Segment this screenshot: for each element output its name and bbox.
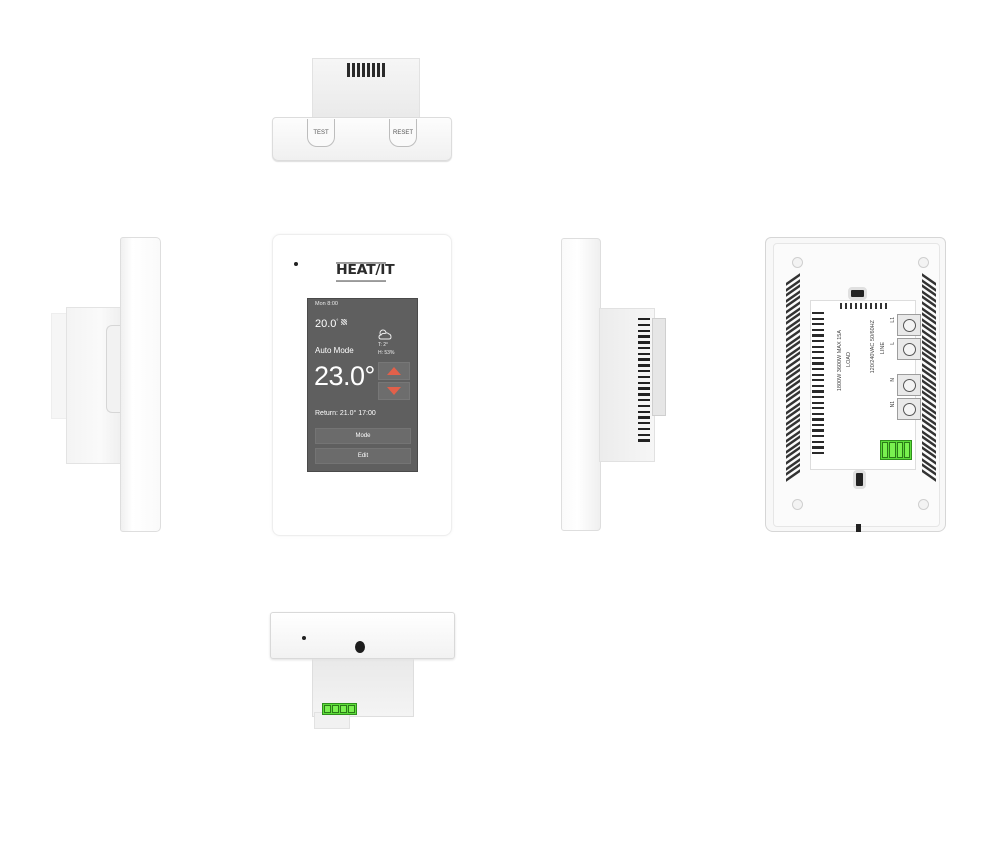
screw-hole-icon: [792, 499, 803, 510]
terminal-label-l: L: [890, 342, 896, 345]
reset-button-label: RESET: [392, 129, 413, 136]
left-view-notch: [106, 325, 122, 413]
module-top-slots: [840, 303, 890, 309]
bottom-sensor-connector: [322, 703, 357, 715]
right-view-back-body: [599, 308, 655, 462]
mode-label: Auto Mode: [315, 346, 354, 355]
mode-button[interactable]: Mode: [315, 428, 411, 444]
terminal-n: [897, 374, 921, 396]
back-right-vents: [922, 273, 936, 498]
set-temperature: 23.0°: [314, 361, 375, 391]
terminal-l1: [897, 314, 921, 336]
right-view-faceplate: [561, 238, 601, 531]
return-info: Return: 21.0° 17:00: [315, 410, 376, 417]
floor-temp-unit: °: [336, 318, 339, 325]
ambient-sensor-icon: [294, 262, 298, 266]
screw-icon: [902, 378, 916, 392]
edit-button[interactable]: Edit: [315, 448, 411, 464]
bottom-mount-hole-icon: [853, 470, 866, 489]
down-arrow-icon: [387, 387, 401, 395]
sensor-connector: [880, 440, 912, 460]
screw-hole-icon: [918, 257, 929, 268]
screw-icon: [902, 402, 916, 416]
up-arrow-icon: [387, 367, 401, 375]
floor-heating-icon: [341, 319, 347, 325]
brand-logo: HEAT/IT: [336, 262, 395, 282]
terminal-label-l1: L1: [890, 317, 896, 323]
reset-button[interactable]: RESET: [389, 119, 417, 147]
edit-button-label: Edit: [357, 453, 369, 459]
test-button[interactable]: TEST: [307, 119, 335, 147]
screw-hole-icon: [918, 499, 929, 510]
rating-label: 1800W 3600W MAX 15A: [837, 330, 843, 392]
bottom-port-icon: [355, 641, 365, 653]
temperature-up-button[interactable]: [378, 362, 410, 380]
top-view-faceplate: [272, 117, 452, 161]
terminal-n1: [897, 398, 921, 420]
screw-hole-icon: [792, 257, 803, 268]
right-view-terminal-block: [652, 318, 666, 416]
line-label: LINE: [880, 342, 886, 355]
terminal-l: [897, 338, 921, 360]
back-bottom-notch: [856, 524, 861, 532]
voltage-label: 120/240VAC 50/60HZ: [870, 320, 876, 374]
left-view-faceplate: [120, 237, 161, 532]
day-time: Mon 8:00: [315, 301, 338, 307]
mode-button-label: Mode: [355, 433, 371, 439]
cloud-sun-icon: [378, 329, 392, 340]
floor-temp-value: 20.0: [315, 318, 337, 330]
screw-icon: [902, 318, 916, 332]
terminal-label-n: N: [890, 378, 896, 382]
top-view-back-housing: [312, 58, 420, 121]
top-view-vents: [347, 63, 392, 77]
floor-temperature: 20.0°: [315, 318, 338, 330]
temperature-down-button[interactable]: [378, 382, 410, 400]
screw-icon: [902, 342, 916, 356]
weather-humidity: H: 53%: [378, 350, 395, 356]
top-mount-hole-icon: [848, 287, 867, 300]
bottom-led-icon: [302, 636, 306, 640]
back-left-vents: [786, 273, 800, 498]
test-button-label: TEST: [313, 129, 329, 136]
weather-temperature: T: 2°: [378, 342, 389, 348]
module-vent-slots: [812, 312, 824, 462]
right-view-vent-slots: [638, 318, 650, 450]
terminal-label-n1: N1: [890, 401, 896, 408]
load-label: LOAD: [846, 352, 852, 367]
